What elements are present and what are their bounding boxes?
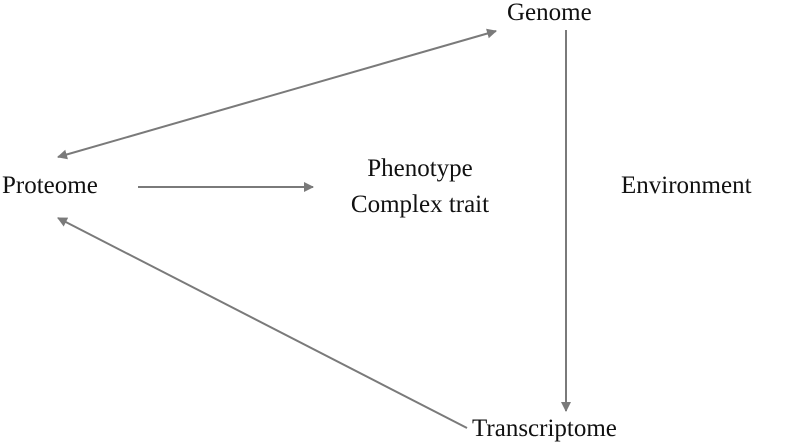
genome-label: Genome: [507, 0, 592, 26]
proteome-label: Proteome: [2, 172, 98, 199]
complex-trait-line: Complex trait: [350, 191, 490, 218]
phenotype-label: Phenotype Complex trait: [325, 154, 515, 220]
transcriptome-to-proteome-arrow: [57, 217, 468, 429]
proteome-genome-arrow: [57, 28, 497, 160]
transcriptome-label: Transcriptome: [472, 415, 617, 442]
phenotype-line: Phenotype: [367, 155, 473, 182]
environment-label: Environment: [621, 172, 752, 199]
